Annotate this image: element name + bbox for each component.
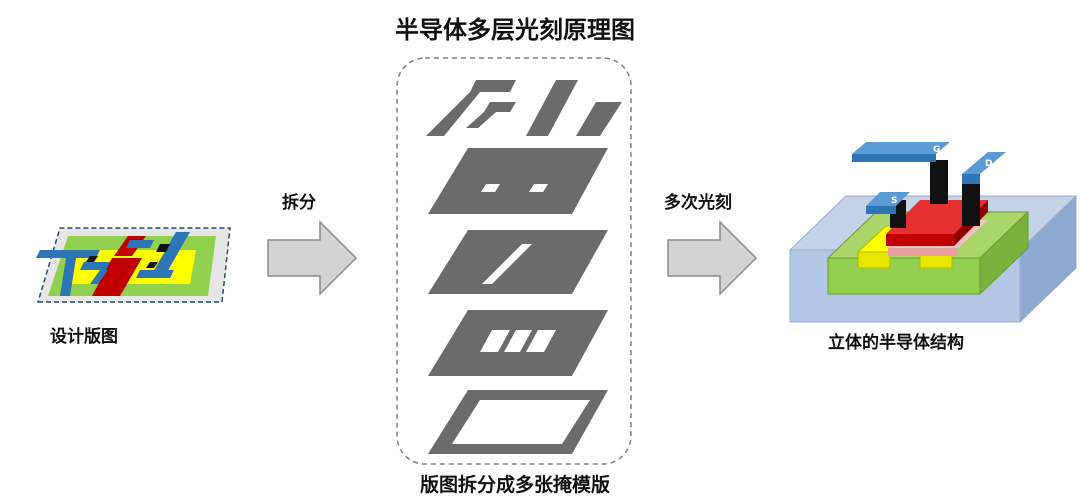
design-layout-drawing: [36, 227, 231, 303]
split-arrow: [267, 220, 358, 296]
mask-5: [428, 390, 608, 454]
source-terminal-label: S: [891, 196, 897, 206]
mask-3: [428, 230, 608, 294]
mask-1: [426, 80, 622, 136]
mask-2: [428, 148, 608, 214]
semiconductor-3d-drawing: [788, 142, 1078, 324]
masks-frame: [396, 57, 632, 465]
multi-litho-label: 多次光刻: [664, 193, 732, 213]
diagram-title: 半导体多层光刻原理图: [395, 16, 635, 44]
litho-arrow: [667, 220, 758, 296]
structure-3d-label: 立体的半导体结构: [828, 333, 964, 353]
drain-terminal-label: D: [985, 159, 992, 169]
split-label: 拆分: [282, 193, 316, 213]
mask-4: [428, 310, 608, 376]
masks-label: 版图拆分成多张掩模版: [419, 474, 610, 496]
design-layout-label: 设计版图: [50, 327, 118, 347]
gate-terminal-label: G: [933, 145, 940, 155]
